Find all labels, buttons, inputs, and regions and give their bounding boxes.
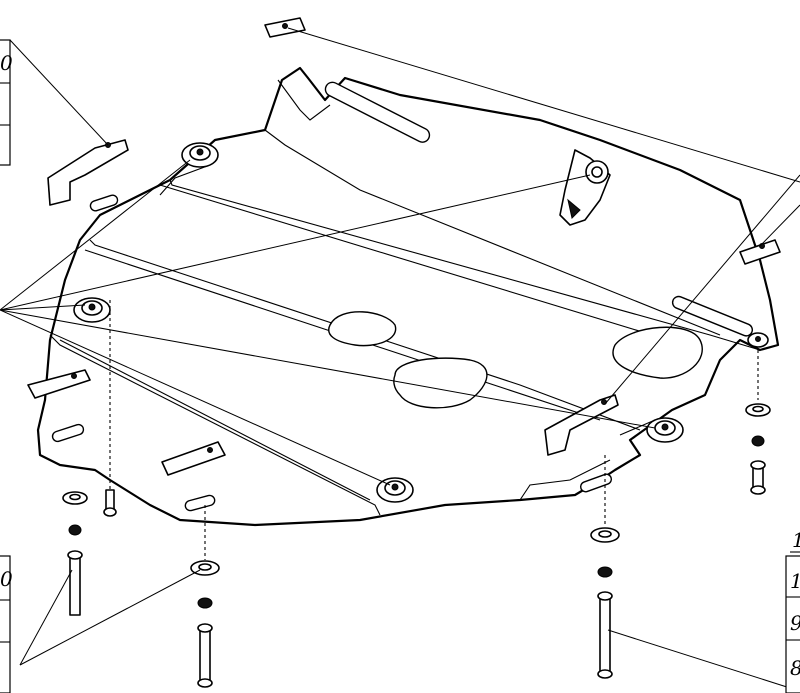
callout-right-1: 1 (792, 528, 800, 552)
plate-openings (328, 311, 703, 409)
flat-plate-bottom (161, 441, 226, 476)
callout-left-top-1: 0 (0, 51, 13, 75)
leader-lines (0, 27, 800, 689)
flat-plate-left (27, 369, 91, 399)
callout-right-3: 9 (790, 611, 800, 635)
fastener-stack-far-right (745, 350, 771, 495)
callout-table-left-top: 0 (0, 39, 13, 166)
skid-plate (36, 66, 780, 527)
socket-1 (181, 142, 219, 168)
plate-bolt-sockets (73, 142, 769, 503)
flat-plate-right (739, 239, 781, 265)
socket-5 (747, 332, 769, 348)
callout-table-left-bottom: 0 (0, 555, 13, 693)
fastener-stack-right (590, 455, 620, 679)
l-brackets (27, 17, 781, 476)
fastener-stack-left (62, 300, 117, 616)
l-bracket-right (544, 394, 619, 456)
flat-plate-top (264, 17, 306, 38)
l-bracket-left-top (47, 139, 129, 206)
socket-4 (646, 417, 684, 443)
callout-left-bottom-1: 0 (0, 567, 13, 591)
fastener-stack-center (190, 505, 220, 688)
plate-slots (51, 81, 754, 512)
socket-2 (73, 297, 111, 323)
rear-mount-bracket (559, 149, 611, 226)
callout-right-4: 8 (790, 656, 800, 680)
callout-right-2: 1 (790, 569, 800, 593)
callout-table-right-bottom: 1 1 9 8 (785, 528, 800, 693)
